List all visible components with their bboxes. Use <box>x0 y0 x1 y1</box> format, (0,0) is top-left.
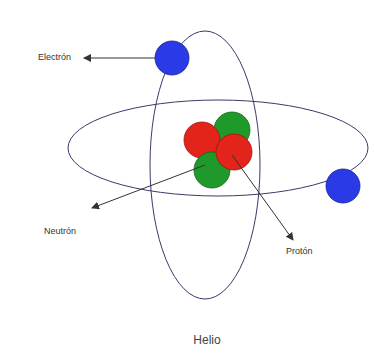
part-label: Neutrón <box>44 226 76 237</box>
leader-line <box>84 58 155 59</box>
electron <box>326 169 360 203</box>
part-label: Electrón <box>38 52 71 63</box>
caption: Helio <box>193 333 220 347</box>
electron <box>155 41 189 75</box>
proton <box>216 134 252 170</box>
horizontal-orbit <box>68 100 368 196</box>
leader-line <box>92 165 205 208</box>
leader-line <box>232 155 293 240</box>
nucleus <box>184 112 252 188</box>
part-label: Protón <box>286 246 313 257</box>
